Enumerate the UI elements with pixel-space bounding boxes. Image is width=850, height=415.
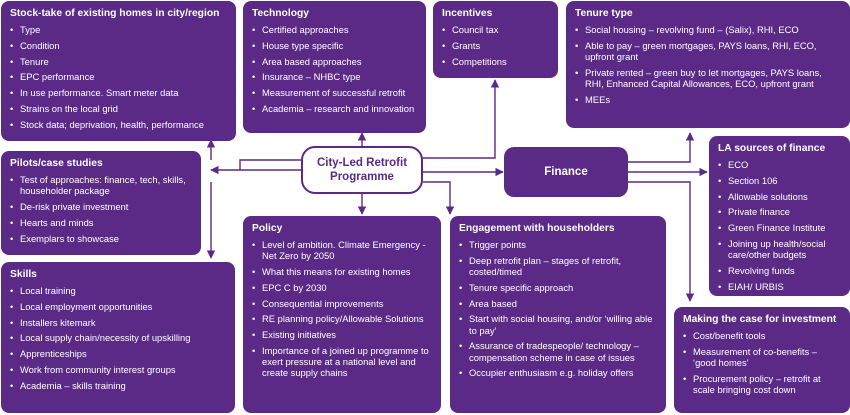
skills-item: Work from community interest groups <box>10 364 227 375</box>
tenure-item: Private rented – green buy to let mortga… <box>575 67 842 89</box>
making-case-box: Making the case for investment Cost/bene… <box>674 307 850 413</box>
policy-item: RE planning policy/Allowable Solutions <box>252 313 433 324</box>
technology-item: Academia – research and innovation <box>252 103 418 114</box>
skills-box: Skills Local training Local employment o… <box>1 262 235 413</box>
pilots-item: Test of approaches: finance, tech, skill… <box>10 174 193 196</box>
engagement-item: Deep retrofit plan – stages of retrofit,… <box>459 255 658 277</box>
la-finance-item: Green Finance Institute <box>718 222 842 233</box>
la-finance-box: LA sources of finance ECO Section 106 Al… <box>709 136 850 296</box>
engagement-item: Occupier enthusiasm e.g. holiday offers <box>459 367 658 378</box>
arrow-to-making-case <box>628 181 695 302</box>
incentives-item: Council tax <box>442 24 550 35</box>
stocktake-item: Condition <box>10 40 228 51</box>
making-case-item: Measurement of co-benefits – ‘good homes… <box>683 346 842 368</box>
la-finance-item: EIAH/ URBIS <box>718 281 842 292</box>
engagement-item: Start with social housing, and/or ‘willi… <box>459 313 658 335</box>
finance-title: Finance <box>544 166 588 178</box>
engagement-title: Engagement with householders <box>459 223 615 234</box>
la-finance-item: ECO <box>718 159 842 170</box>
pilots-box: Pilots/case studies Test of approaches: … <box>1 151 201 255</box>
making-case-title: Making the case for investment <box>683 314 837 325</box>
pilots-item: De-risk private investment <box>10 201 193 212</box>
stocktake-item: Type <box>10 24 228 35</box>
making-case-item: Procurement policy – retrofit at scale b… <box>683 373 842 395</box>
technology-item: Insurance – NHBC type <box>252 71 418 82</box>
skills-item: Local supply chain/necessity of upskilli… <box>10 332 227 343</box>
stocktake-title: Stock-take of existing homes in city/reg… <box>10 8 220 19</box>
stocktake-box: Stock-take of existing homes in city/reg… <box>1 1 236 141</box>
technology-title: Technology <box>252 8 310 19</box>
stocktake-item: In use performance. Smart meter data <box>10 87 228 98</box>
center-title: City-Led Retrofit Programme <box>316 157 408 183</box>
technology-item: Area based approaches <box>252 56 418 67</box>
pilots-item: Hearts and minds <box>10 217 193 228</box>
engagement-item: Assurance of tradespeople/ technology – … <box>459 340 658 362</box>
engagement-item: Tenure specific approach <box>459 282 658 293</box>
engagement-item: Area based <box>459 298 658 309</box>
stocktake-item: Strains on the local grid <box>10 103 228 114</box>
policy-item: Level of ambition. Climate Emergency - N… <box>252 239 433 261</box>
policy-item: Importance of a joined up programme to e… <box>252 345 433 379</box>
arrow-to-engagement <box>423 181 455 215</box>
connector-left-elbow <box>239 159 301 170</box>
stocktake-item: Stock data; deprivation, health, perform… <box>10 119 228 130</box>
incentives-item: Grants <box>442 40 550 51</box>
arrow-to-tenure <box>628 132 695 163</box>
skills-item: Local employment opportunities <box>10 301 227 312</box>
technology-box: Technology Certified approaches House ty… <box>243 1 426 133</box>
la-finance-title: LA sources of finance <box>718 143 826 154</box>
policy-item: EPC C by 2030 <box>252 282 433 293</box>
finance-box: Finance <box>504 147 628 197</box>
engagement-item: Trigger points <box>459 239 658 250</box>
stocktake-item: EPC performance <box>10 71 228 82</box>
skills-title: Skills <box>10 269 37 280</box>
policy-item: What this means for existing homes <box>252 266 433 277</box>
tenure-item: MEEs <box>575 94 842 105</box>
stocktake-item: Tenure <box>10 56 228 67</box>
la-finance-item: Allowable solutions <box>718 191 842 202</box>
tenure-title: Tenure type <box>575 8 633 19</box>
tenure-box: Tenure type Social housing – revolving f… <box>566 1 850 128</box>
skills-item: Apprenticeships <box>10 348 227 359</box>
incentives-title: Incentives <box>442 8 493 19</box>
technology-item: Certified approaches <box>252 24 418 35</box>
skills-item: Local training <box>10 285 227 296</box>
incentives-item: Competitions <box>442 56 550 67</box>
technology-item: Measurement of successful retrofit <box>252 87 418 98</box>
skills-item: Academia – skills training <box>10 380 227 391</box>
incentives-box: Incentives Council tax Grants Competitio… <box>433 1 558 78</box>
engagement-box: Engagement with householders Trigger poi… <box>450 216 666 413</box>
la-finance-item: Joining up health/social care/other budg… <box>718 238 842 260</box>
city-led-retrofit-programme: City-Led Retrofit Programme <box>301 146 423 194</box>
tenure-item: Able to pay – green mortgages, PAYS loan… <box>575 40 842 62</box>
la-finance-item: Private finance <box>718 206 842 217</box>
la-finance-item: Section 106 <box>718 175 842 186</box>
policy-item: Existing initiatives <box>252 329 433 340</box>
pilots-title: Pilots/case studies <box>10 158 103 169</box>
policy-box: Policy Level of ambition. Climate Emerge… <box>243 216 441 413</box>
making-case-item: Cost/benefit tools <box>683 330 842 341</box>
pilots-item: Exemplars to showcase <box>10 233 193 244</box>
tenure-item: Social housing – revolving fund – (Salix… <box>575 24 842 35</box>
technology-item: House type specific <box>252 40 418 51</box>
policy-title: Policy <box>252 223 283 234</box>
la-finance-item: Revolving funds <box>718 265 842 276</box>
policy-item: Consequential improvements <box>252 298 433 309</box>
skills-item: Installers kitemark <box>10 317 227 328</box>
